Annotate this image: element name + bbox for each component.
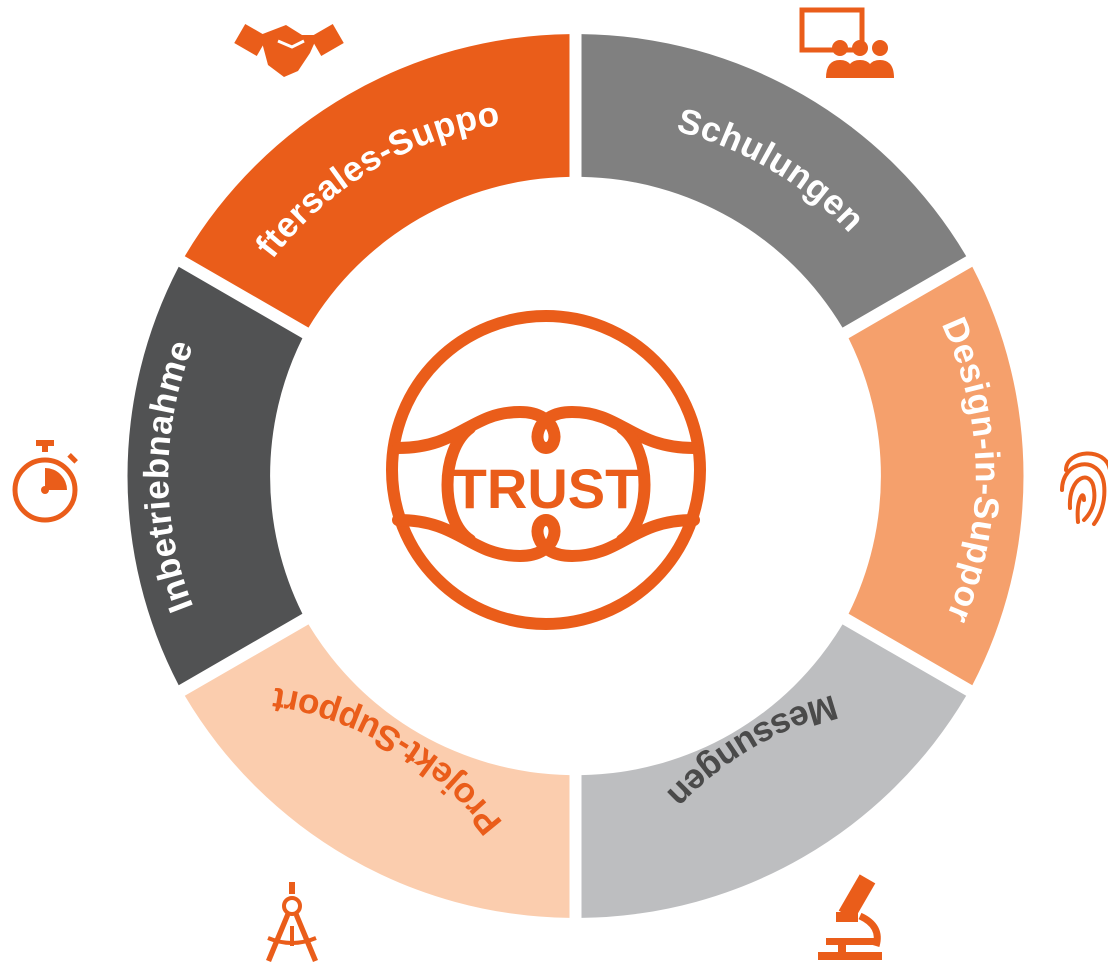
handshake-icon: [234, 23, 344, 77]
trust-knot-upper: [392, 405, 700, 455]
microscope-icon: [818, 874, 882, 960]
segment-messungen[interactable]: [581, 624, 967, 918]
presentation-icon: [799, 7, 894, 78]
trust-knot-left-bend: [441, 422, 476, 546]
trust-label: TRUST: [453, 457, 640, 520]
trust-knot-logo: TRUST: [386, 310, 706, 630]
compass-icon: [266, 882, 318, 962]
segment-projekt-support[interactable]: [184, 624, 570, 918]
segment-aftersales-support[interactable]: [184, 34, 570, 328]
trust-outer-circle: [386, 310, 706, 630]
trust-knot-right-bend: [616, 422, 651, 546]
stopwatch-icon: [12, 440, 78, 523]
segment-schulungen[interactable]: [581, 34, 967, 328]
segment-design-in-support[interactable]: [848, 266, 1024, 686]
fingerprint-icon: [1060, 451, 1108, 526]
trust-knot-lower: [392, 513, 700, 563]
ring-segments: [127, 34, 1024, 918]
segment-inbetriebnahme[interactable]: [127, 266, 303, 686]
